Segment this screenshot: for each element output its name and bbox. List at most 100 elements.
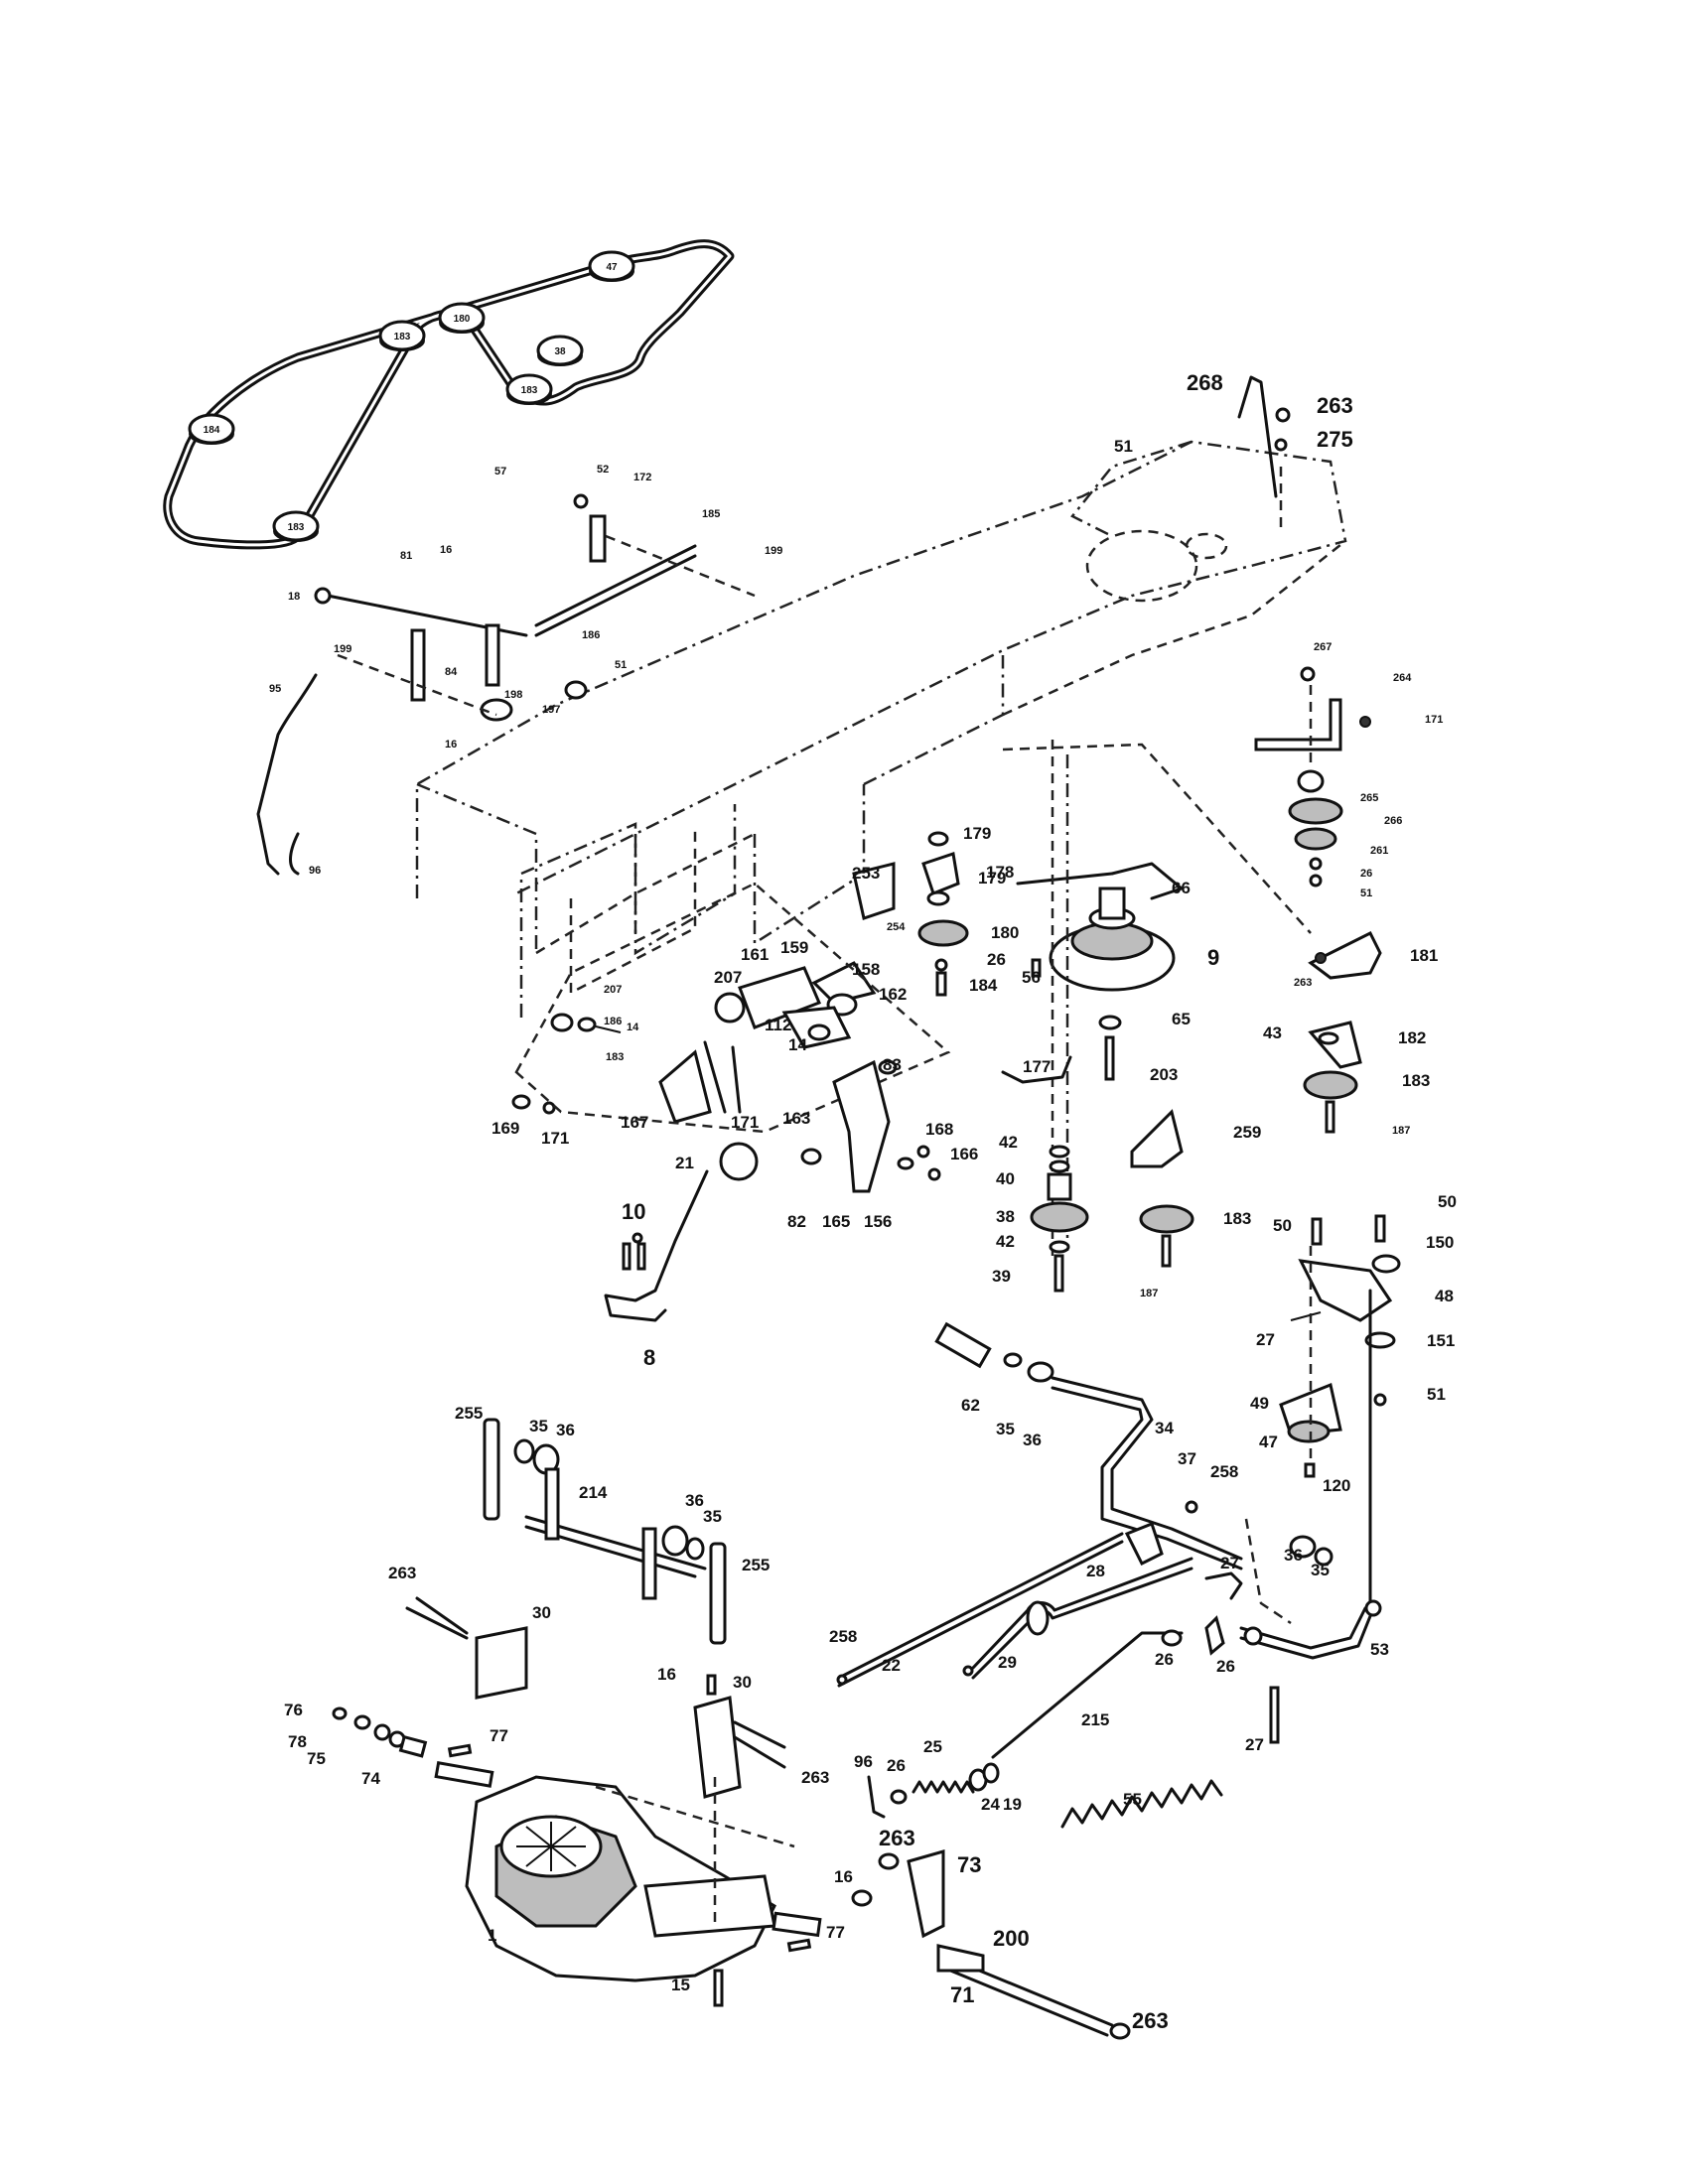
callout-16: 16 <box>657 1665 676 1684</box>
callout-74: 74 <box>361 1769 380 1788</box>
right-idler-stack <box>1254 666 1371 887</box>
callout-16: 16 <box>445 739 457 751</box>
callout-275: 275 <box>1317 427 1353 452</box>
axle-brackets <box>405 1596 786 1799</box>
callout-77: 77 <box>490 1726 508 1745</box>
callout-264: 264 <box>1393 672 1412 684</box>
frame-outline <box>415 440 1347 1018</box>
callout-187: 187 <box>1392 1125 1410 1137</box>
belt-pulley-label: 183 <box>521 385 538 396</box>
callout-35: 35 <box>529 1417 548 1435</box>
callout-71: 71 <box>950 1982 974 2007</box>
callout-96: 96 <box>309 865 321 877</box>
callout-185: 185 <box>702 508 720 520</box>
callout-25: 25 <box>923 1737 942 1756</box>
right-linkage <box>1279 1214 1401 1610</box>
callout-151: 151 <box>1427 1331 1455 1350</box>
belt-pulley-6: 184 <box>188 413 235 445</box>
callout-112: 112 <box>765 1016 791 1034</box>
callout-255: 255 <box>455 1404 483 1423</box>
callout-163: 163 <box>782 1109 810 1128</box>
callout-16: 16 <box>834 1867 853 1886</box>
callout-37: 37 <box>1178 1449 1196 1468</box>
callout-199: 199 <box>765 545 782 557</box>
callout-36: 36 <box>1284 1546 1303 1565</box>
top-right-bracket <box>1237 375 1291 531</box>
callout-1: 1 <box>488 1926 496 1945</box>
callout-36: 36 <box>685 1491 704 1510</box>
callout-19: 19 <box>1003 1795 1022 1814</box>
springs <box>867 1762 1223 1829</box>
callout-186: 186 <box>582 629 600 641</box>
callout-51: 51 <box>1427 1385 1446 1404</box>
callout-96: 96 <box>854 1752 873 1771</box>
callout-55: 55 <box>1123 1790 1142 1809</box>
callout-207: 207 <box>604 984 622 996</box>
callout-159: 159 <box>780 938 808 957</box>
callout-179: 179 <box>963 824 991 843</box>
callout-57: 57 <box>494 466 506 478</box>
callout-177: 177 <box>1023 1057 1051 1076</box>
callout-26: 26 <box>1360 868 1372 880</box>
callout-38: 38 <box>996 1207 1015 1226</box>
transaxle <box>434 1761 822 2007</box>
callout-263: 263 <box>1294 977 1312 989</box>
callout-258: 258 <box>1210 1462 1238 1481</box>
callout-207: 207 <box>714 968 742 987</box>
callout-36: 36 <box>556 1421 575 1439</box>
callout-26: 26 <box>987 950 1006 969</box>
callout-261: 261 <box>1370 845 1388 857</box>
callout-35: 35 <box>996 1420 1015 1438</box>
callout-78: 78 <box>288 1732 307 1751</box>
callout-62: 62 <box>961 1396 980 1415</box>
callout-42: 42 <box>996 1232 1015 1251</box>
callout-26: 26 <box>1216 1657 1235 1676</box>
callout-263: 263 <box>801 1768 829 1787</box>
callout-158: 158 <box>852 960 880 979</box>
callout-83: 83 <box>883 1055 902 1074</box>
callout-47: 47 <box>1259 1433 1278 1451</box>
callout-156: 156 <box>864 1212 892 1231</box>
callout-22: 22 <box>882 1656 901 1675</box>
callout-76: 76 <box>284 1701 303 1719</box>
control-rods <box>836 1518 1382 1759</box>
callout-81: 81 <box>400 550 412 562</box>
callout-66: 66 <box>1172 879 1191 897</box>
callout-16: 16 <box>440 544 452 556</box>
callout-186: 186 <box>604 1016 622 1027</box>
callout-39: 39 <box>992 1267 1011 1286</box>
callout-179: 179 <box>978 869 1006 887</box>
callout-178: 178 <box>986 863 1014 882</box>
callout-267: 267 <box>1314 641 1332 653</box>
pedal-shaft <box>934 1321 1333 1600</box>
callout-258: 258 <box>829 1627 857 1646</box>
linkage-plate <box>800 1059 941 1193</box>
callout-197: 197 <box>542 704 560 716</box>
callout-169: 169 <box>491 1119 519 1138</box>
callout-9: 9 <box>1207 945 1219 970</box>
callout-65: 65 <box>1172 1010 1191 1028</box>
callout-14: 14 <box>788 1035 807 1054</box>
callout-171: 171 <box>541 1129 569 1148</box>
callout-82: 82 <box>787 1212 806 1231</box>
callout-49: 49 <box>1250 1394 1269 1413</box>
callout-183: 183 <box>1223 1209 1251 1228</box>
callout-199: 199 <box>334 643 351 655</box>
callout-21: 21 <box>675 1154 694 1172</box>
callout-56: 56 <box>1022 968 1041 987</box>
callout-183: 183 <box>606 1051 624 1063</box>
callout-172: 172 <box>633 472 651 483</box>
callout-168: 168 <box>925 1120 953 1139</box>
callout-182: 182 <box>1398 1028 1426 1047</box>
belt-pulley-3: 47 <box>588 250 635 282</box>
callout-167: 167 <box>621 1113 648 1132</box>
belt-pulley-label: 184 <box>204 425 220 436</box>
callout-181: 181 <box>1410 946 1438 965</box>
callout-51: 51 <box>1114 437 1133 456</box>
callout-263: 263 <box>388 1564 416 1582</box>
callout-268: 268 <box>1187 370 1223 395</box>
callout-10: 10 <box>622 1199 645 1224</box>
belt-pulley-1: 183 <box>378 320 426 351</box>
callout-8: 8 <box>643 1345 655 1370</box>
belt-pulley-4: 38 <box>536 335 584 366</box>
